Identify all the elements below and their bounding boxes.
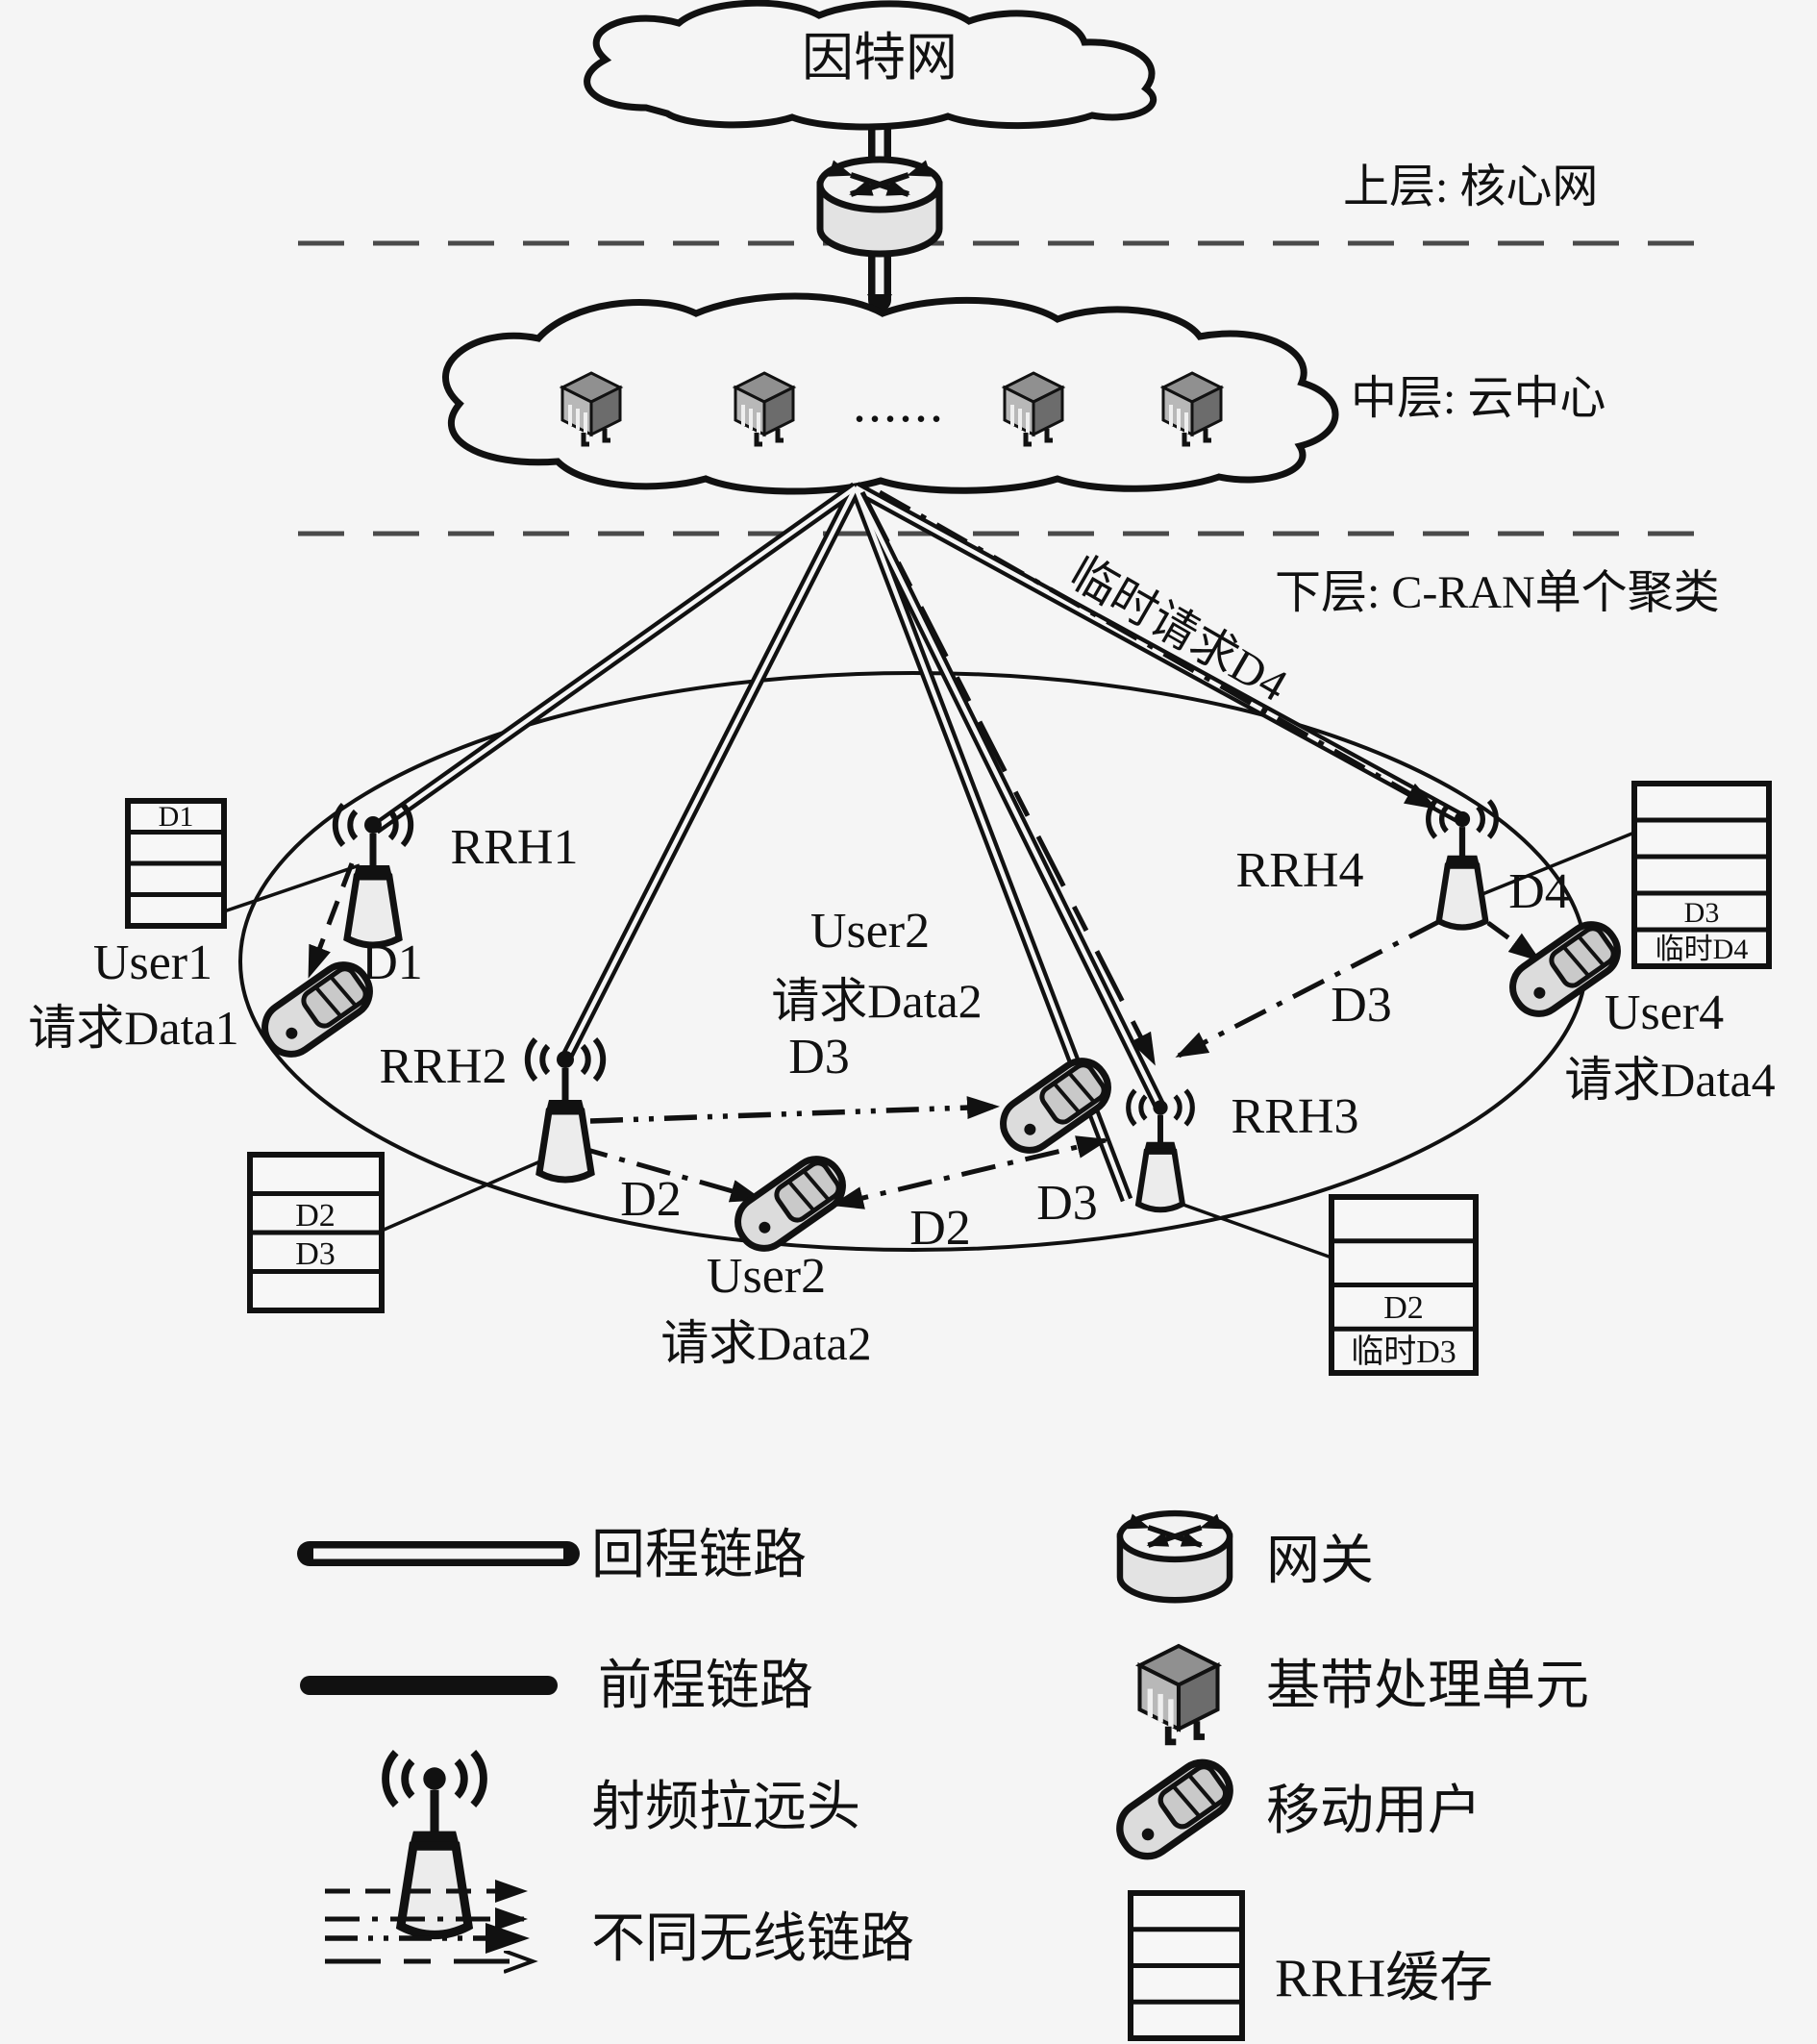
legend-mobile-label: 移动用户 [1266, 1782, 1481, 1841]
legend-wireless-label: 不同无线链路 [591, 1909, 914, 1969]
wireless-rrh3-user2a-d2-d3 [831, 1135, 1109, 1209]
wireless-rrh4-to-user4-d4 [1486, 920, 1542, 962]
svg-text:User2: User2 [810, 904, 930, 959]
d3-rrh4-label: D3 [1331, 978, 1392, 1033]
user2-bottom-label: User2 请求Data2 [660, 1249, 871, 1370]
svg-text:请求Data2: 请求Data2 [771, 974, 982, 1028]
internet-cloud-label: 因特网 [802, 29, 958, 87]
cache-connector-rrh1 [223, 863, 361, 913]
svg-text:User2: User2 [707, 1249, 826, 1304]
legend-rrh-label: 射频拉远头 [591, 1778, 860, 1837]
svg-text:D1: D1 [159, 801, 194, 833]
svg-text:D3: D3 [1684, 897, 1720, 929]
svg-text:请求Data4: 请求Data4 [1564, 1053, 1775, 1107]
layer-label-cloud-center: 中层: 云中心 [1351, 373, 1605, 424]
legend-backhaul-label: 回程链路 [591, 1526, 807, 1585]
user2a-phone-icon [728, 1149, 852, 1258]
legend-bbu-icon [1140, 1646, 1218, 1742]
wireless-temp-request-d4-link [878, 489, 1438, 810]
d2-right-label: D2 [909, 1201, 971, 1256]
cache-table-rrh4: D3 临时D4 [1631, 781, 1772, 969]
legend-mobile-icon [1109, 1753, 1240, 1867]
user4-label: User4 请求Data4 [1564, 985, 1775, 1107]
wireless-cloud-to-rrh3-link [859, 490, 1157, 1066]
legend-fronthaul-label: 前程链路 [598, 1657, 813, 1716]
d2-left-label: D2 [620, 1172, 682, 1227]
wireless-rrh2-to-user2a-d2 [573, 1143, 763, 1203]
rrh4-antenna-icon [1429, 801, 1497, 927]
cran-cluster-ellipse [238, 671, 1588, 1252]
legend: 回程链路 前程链路 射频拉远头 不同无线链路 网关 基带处理单元 移动用户 [297, 1513, 1589, 2041]
d1-label: D1 [361, 935, 423, 990]
legend-cache-icon [1128, 1890, 1245, 2041]
svg-text:请求Data2: 请求Data2 [660, 1316, 871, 1370]
d4-label: D4 [1508, 864, 1570, 919]
gateway-icon [820, 160, 939, 254]
wireless-rrh2-to-user2b-d3 [589, 1096, 1000, 1124]
rrh3-antenna-icon [1129, 1090, 1193, 1209]
temp-request-d4-label: 临时请求D4 [1061, 547, 1296, 711]
legend-rrh-icon [386, 1753, 484, 1935]
svg-text:临时D3: 临时D3 [1351, 1334, 1456, 1370]
cache-table-rrh3: D2 临时D3 [1329, 1194, 1479, 1376]
internet-cloud: 因特网 [584, 0, 1157, 131]
cloud-center: ...... [442, 292, 1339, 495]
fronthaul-links [371, 482, 1466, 1203]
svg-text:请求Data1: 请求Data1 [28, 1001, 238, 1055]
legend-bbu-label: 基带处理单元 [1266, 1657, 1589, 1716]
user2-central-label: User2 请求Data2 [771, 904, 982, 1028]
svg-text:D2: D2 [295, 1198, 336, 1234]
cache-table-rrh2: D2 D3 [247, 1152, 385, 1313]
svg-text:D2: D2 [1383, 1290, 1424, 1326]
bbu-ellipsis: ...... [853, 374, 945, 434]
rrh1-label: RRH1 [451, 820, 579, 875]
layer-label-cran-cluster: 下层: C-RAN单个聚类 [1275, 567, 1720, 618]
cache-connector-rrh3 [1180, 1202, 1332, 1259]
legend-cache-label: RRH缓存 [1275, 1949, 1493, 2008]
d3-horizontal-label: D3 [788, 1030, 850, 1084]
rrh4-label: RRH4 [1236, 843, 1364, 898]
svg-text:User1: User1 [93, 935, 212, 990]
rrh2-label: RRH2 [380, 1039, 508, 1094]
svg-text:User4: User4 [1605, 985, 1724, 1040]
cache-connector-rrh4 [1481, 831, 1635, 896]
legend-gateway-icon [1120, 1513, 1230, 1600]
d3-lower-label: D3 [1036, 1176, 1098, 1231]
svg-text:D3: D3 [295, 1236, 336, 1272]
wireless-rrh4-to-rrh3-d3 [1175, 918, 1442, 1059]
cache-connector-rrh2 [381, 1159, 541, 1233]
rrh3-label: RRH3 [1232, 1089, 1359, 1144]
user1-label: User1 请求Data1 [28, 935, 238, 1055]
legend-wireless-icons [325, 1880, 531, 1961]
svg-text:临时D4: 临时D4 [1655, 934, 1749, 965]
layer-label-core-network: 上层: 核心网 [1343, 162, 1598, 212]
wireless-rrh1-to-user1-d1 [307, 862, 355, 979]
legend-gateway-label: 网关 [1266, 1532, 1374, 1591]
rrh2-antenna-icon [528, 1039, 603, 1180]
cache-table-rrh1: D1 [125, 798, 227, 929]
